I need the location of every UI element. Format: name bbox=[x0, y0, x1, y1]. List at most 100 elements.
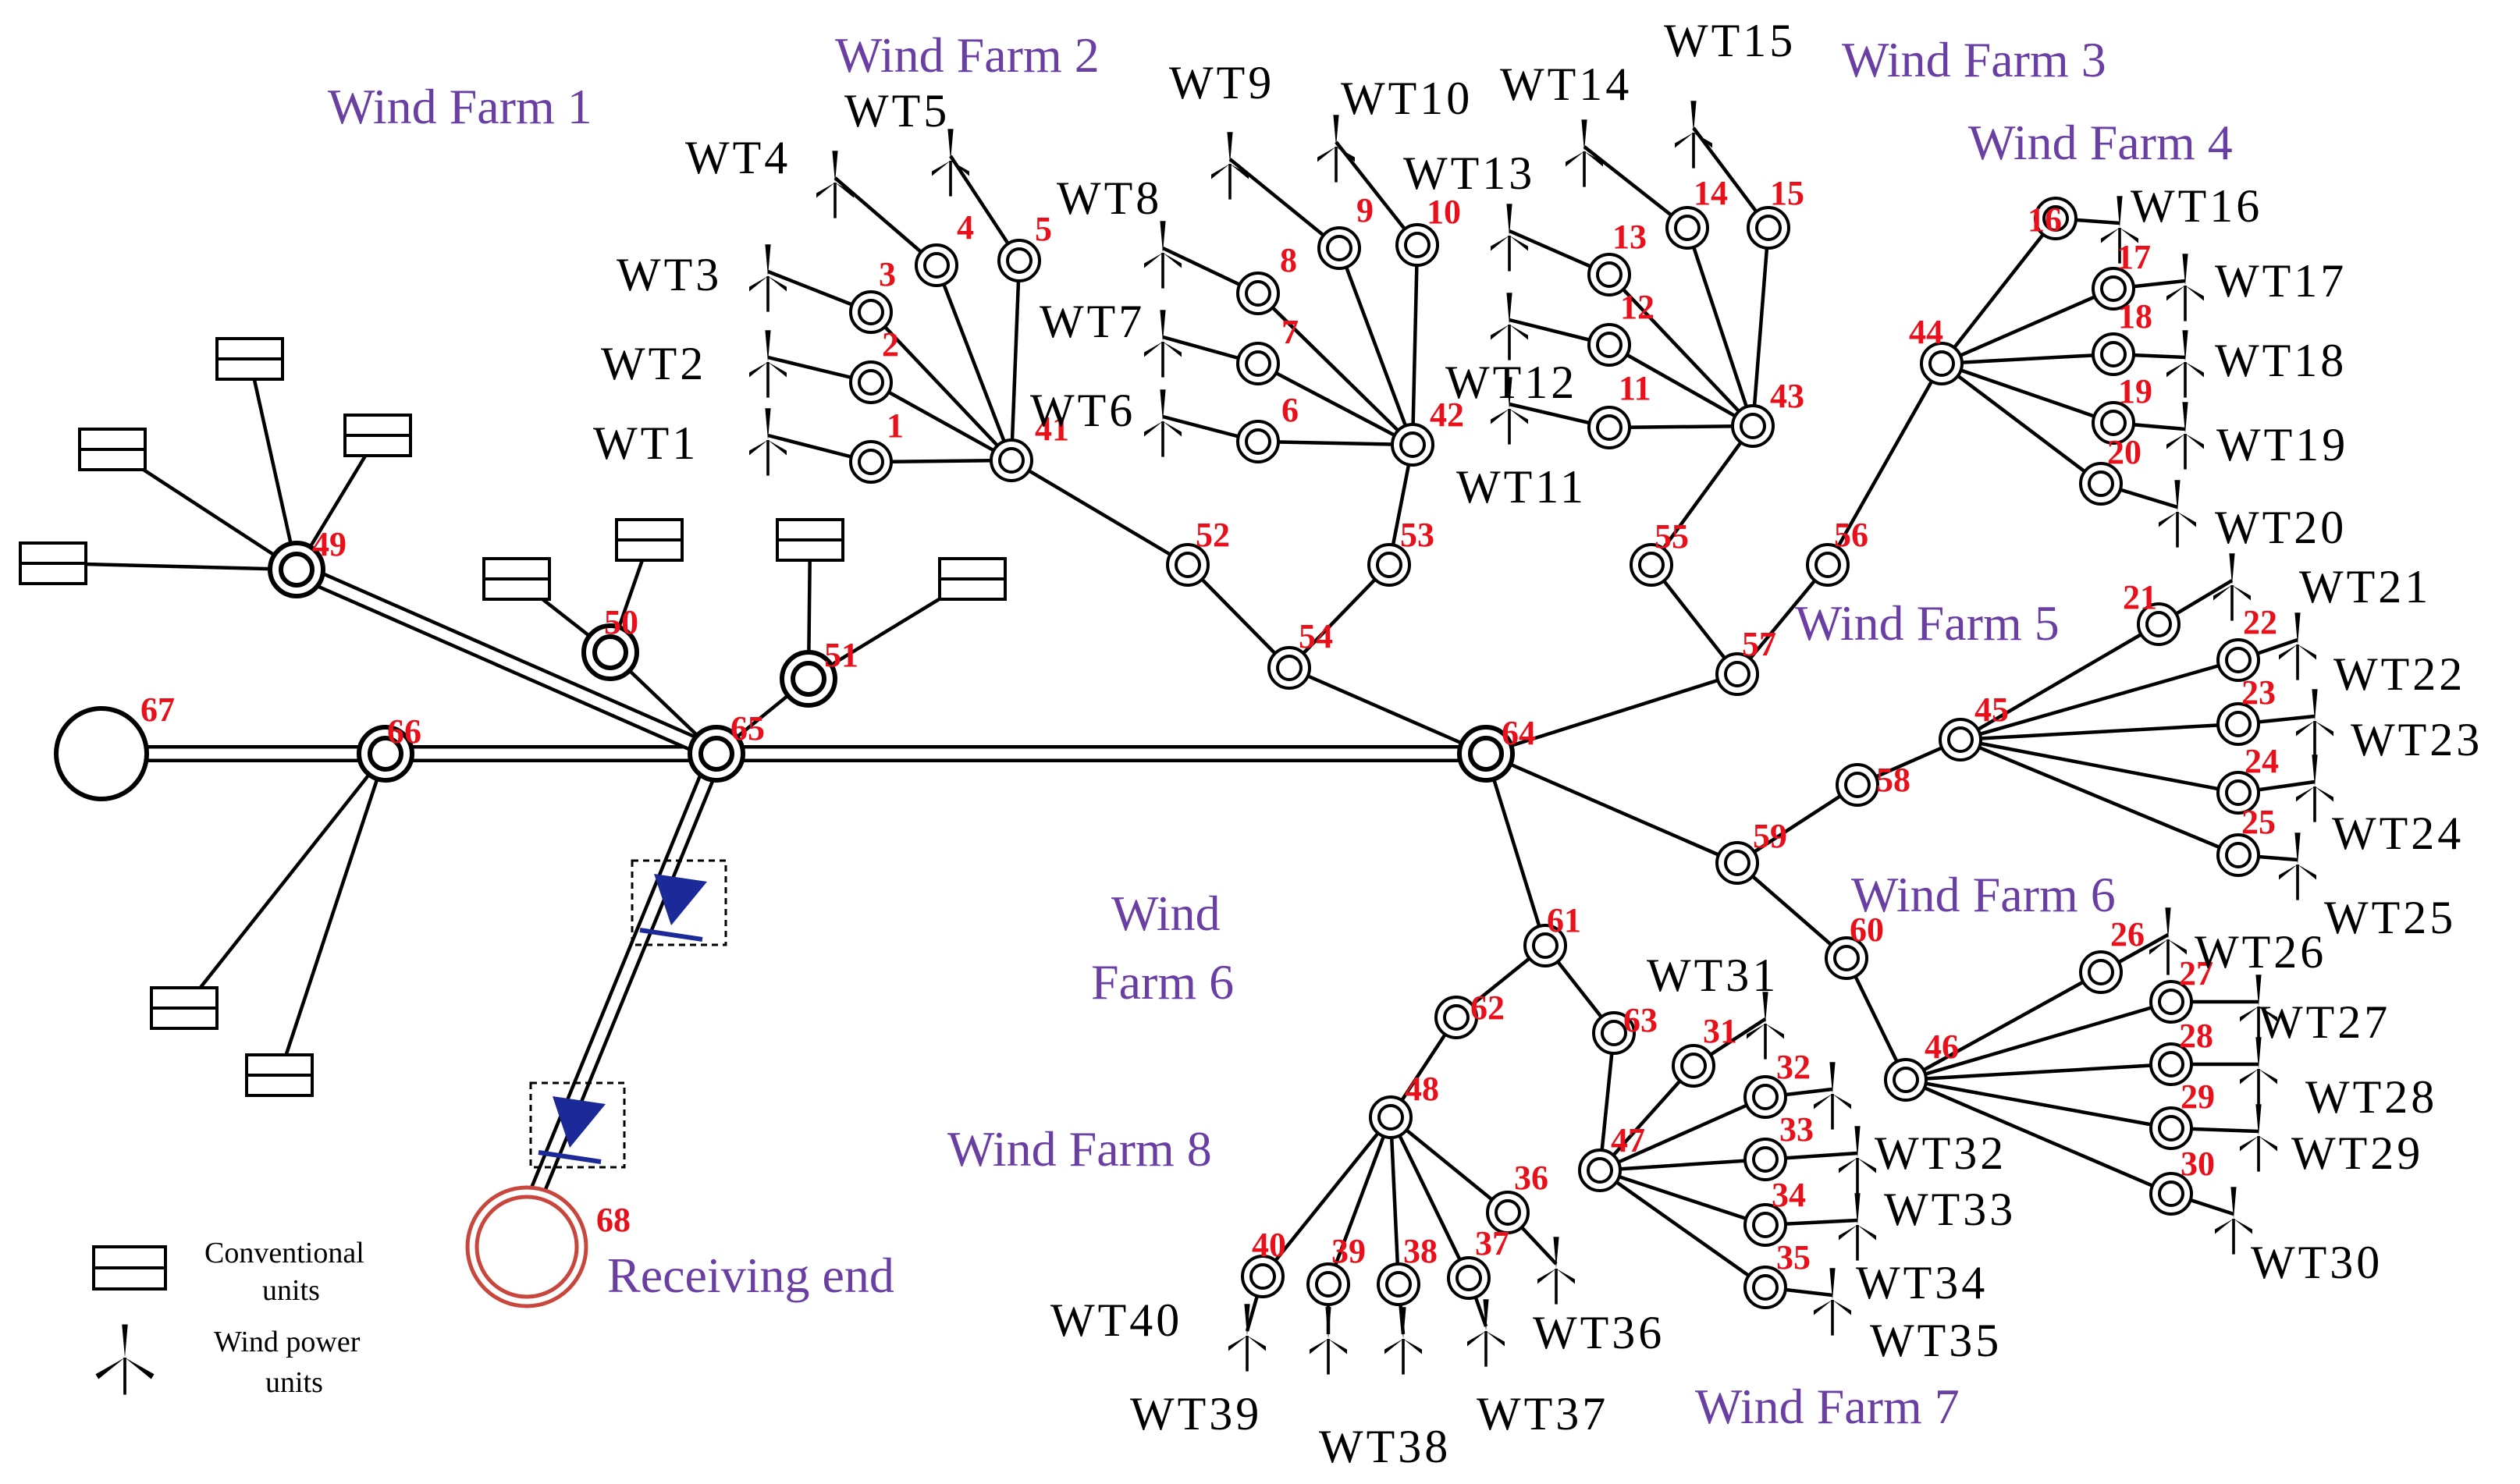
wind-turbine-icon bbox=[2240, 1102, 2277, 1173]
node-number-50: 50 bbox=[604, 603, 638, 641]
node-number-45: 45 bbox=[1974, 691, 2009, 729]
connection-line bbox=[1960, 658, 2239, 742]
wind-turbine-icon bbox=[1537, 1235, 1575, 1306]
legend-wind-line1: Wind power bbox=[214, 1326, 361, 1358]
node-number-66: 66 bbox=[387, 712, 421, 751]
node-62 bbox=[1434, 996, 1478, 1039]
node-number-2: 2 bbox=[882, 325, 899, 364]
node-number-9: 9 bbox=[1356, 191, 1374, 229]
node-number-34: 34 bbox=[1772, 1176, 1806, 1214]
wind-turbine-icon bbox=[1814, 1266, 1851, 1337]
turbine-connection bbox=[1335, 140, 1419, 247]
node-19 bbox=[2092, 401, 2135, 445]
turbine-label-40: WT40 bbox=[1050, 1294, 1182, 1346]
node-50 bbox=[581, 623, 639, 681]
node-number-55: 55 bbox=[1655, 517, 1689, 556]
node-44 bbox=[1920, 342, 1964, 385]
connection-line bbox=[1941, 286, 2114, 366]
node-number-17: 17 bbox=[2117, 238, 2151, 276]
node-number-24: 24 bbox=[2245, 742, 2279, 780]
double-rectangle-generator-icon bbox=[776, 518, 844, 562]
connection-line bbox=[1484, 753, 1548, 946]
node-58 bbox=[1836, 763, 1879, 807]
node-67-circle bbox=[54, 706, 149, 801]
node-number-11: 11 bbox=[1619, 369, 1651, 407]
converter-station-icon bbox=[631, 859, 727, 946]
node-number-5: 5 bbox=[1035, 210, 1052, 248]
receiving-end-label: Receiving end bbox=[607, 1248, 894, 1303]
connection-line bbox=[1844, 957, 1908, 1081]
node-number-42: 42 bbox=[1430, 396, 1464, 434]
converter-station-icon bbox=[529, 1081, 626, 1169]
connection-line bbox=[1257, 439, 1413, 447]
node-4 bbox=[915, 243, 958, 287]
busbar-fill bbox=[294, 565, 719, 758]
turbine-label-22: WT22 bbox=[2333, 648, 2465, 700]
wind-turbine-icon bbox=[1228, 1302, 1266, 1373]
connection-line bbox=[1960, 737, 2239, 857]
double-rectangle-generator-icon bbox=[938, 557, 1007, 601]
node-28 bbox=[2149, 1042, 2193, 1086]
turbine-label-16: WT16 bbox=[2131, 180, 2262, 232]
turbine-label-20: WT20 bbox=[2215, 502, 2347, 553]
farm-label-2: Wind Farm 2 bbox=[835, 27, 1100, 83]
generator-connection bbox=[52, 561, 297, 572]
farm-label-1: Wind Farm 1 bbox=[328, 79, 592, 134]
node-15 bbox=[1747, 206, 1790, 250]
node-57 bbox=[1715, 652, 1759, 696]
node-34 bbox=[1743, 1203, 1787, 1247]
connection-line bbox=[1599, 1157, 1766, 1173]
double-rectangle-generator-icon bbox=[615, 518, 684, 562]
node-number-40: 40 bbox=[1252, 1226, 1286, 1264]
turbine-label-21: WT21 bbox=[2299, 561, 2431, 612]
receiving-end-node bbox=[465, 1185, 588, 1308]
node-number-8: 8 bbox=[1280, 241, 1297, 279]
node-number-61: 61 bbox=[1547, 901, 1581, 939]
node-52 bbox=[1166, 543, 1210, 587]
node-number-33: 33 bbox=[1779, 1110, 1814, 1149]
turbine-label-39: WT39 bbox=[1130, 1388, 1262, 1440]
connection-line bbox=[1608, 273, 1754, 428]
connection-line bbox=[1389, 1116, 1509, 1214]
turbine-label-23: WT23 bbox=[2351, 714, 2483, 765]
node-number-46: 46 bbox=[1925, 1028, 1959, 1066]
node-35 bbox=[1743, 1266, 1787, 1309]
node-number-37: 37 bbox=[1475, 1224, 1509, 1262]
turbine-label-11: WT11 bbox=[1456, 461, 1587, 513]
connection-line bbox=[1326, 1117, 1393, 1285]
turbine-label-30: WT30 bbox=[2251, 1237, 2383, 1288]
node-48 bbox=[1369, 1095, 1413, 1139]
node-number-19: 19 bbox=[2118, 372, 2152, 410]
turbine-label-25: WT25 bbox=[2324, 892, 2456, 943]
node-53 bbox=[1367, 543, 1411, 587]
connection-line bbox=[1598, 1169, 1767, 1289]
node-43 bbox=[1731, 404, 1775, 448]
node-20 bbox=[2079, 462, 2123, 506]
node-number-65: 65 bbox=[730, 709, 765, 747]
wind-turbine-icon bbox=[1675, 99, 1712, 170]
turbine-connection bbox=[1228, 158, 1341, 250]
turbine-label-38: WT38 bbox=[1319, 1421, 1451, 1472]
turbine-label-3: WT3 bbox=[617, 249, 722, 300]
node-number-54: 54 bbox=[1299, 617, 1333, 655]
node-24 bbox=[2216, 771, 2260, 815]
legend-conventional-line2: units bbox=[262, 1274, 320, 1307]
node-51 bbox=[780, 650, 837, 708]
node-number-18: 18 bbox=[2118, 297, 2152, 335]
connection-line bbox=[1261, 1116, 1392, 1278]
node-10 bbox=[1395, 223, 1439, 267]
farm-label-3: Wind Farm 3 bbox=[1842, 32, 2106, 87]
connection-line bbox=[1288, 666, 1487, 756]
connection-line bbox=[1650, 424, 1754, 566]
node-number-41: 41 bbox=[1035, 410, 1069, 448]
turbine-label-6: WT6 bbox=[1030, 385, 1136, 436]
turbine-label-2: WT2 bbox=[601, 338, 706, 389]
node-number-64: 64 bbox=[1502, 714, 1536, 752]
node-number-20: 20 bbox=[2107, 433, 2141, 471]
turbine-label-5: WT5 bbox=[844, 85, 950, 137]
turbine-label-19: WT19 bbox=[2216, 419, 2348, 470]
wind-turbine-icon bbox=[1317, 113, 1355, 184]
node-1 bbox=[849, 440, 893, 484]
